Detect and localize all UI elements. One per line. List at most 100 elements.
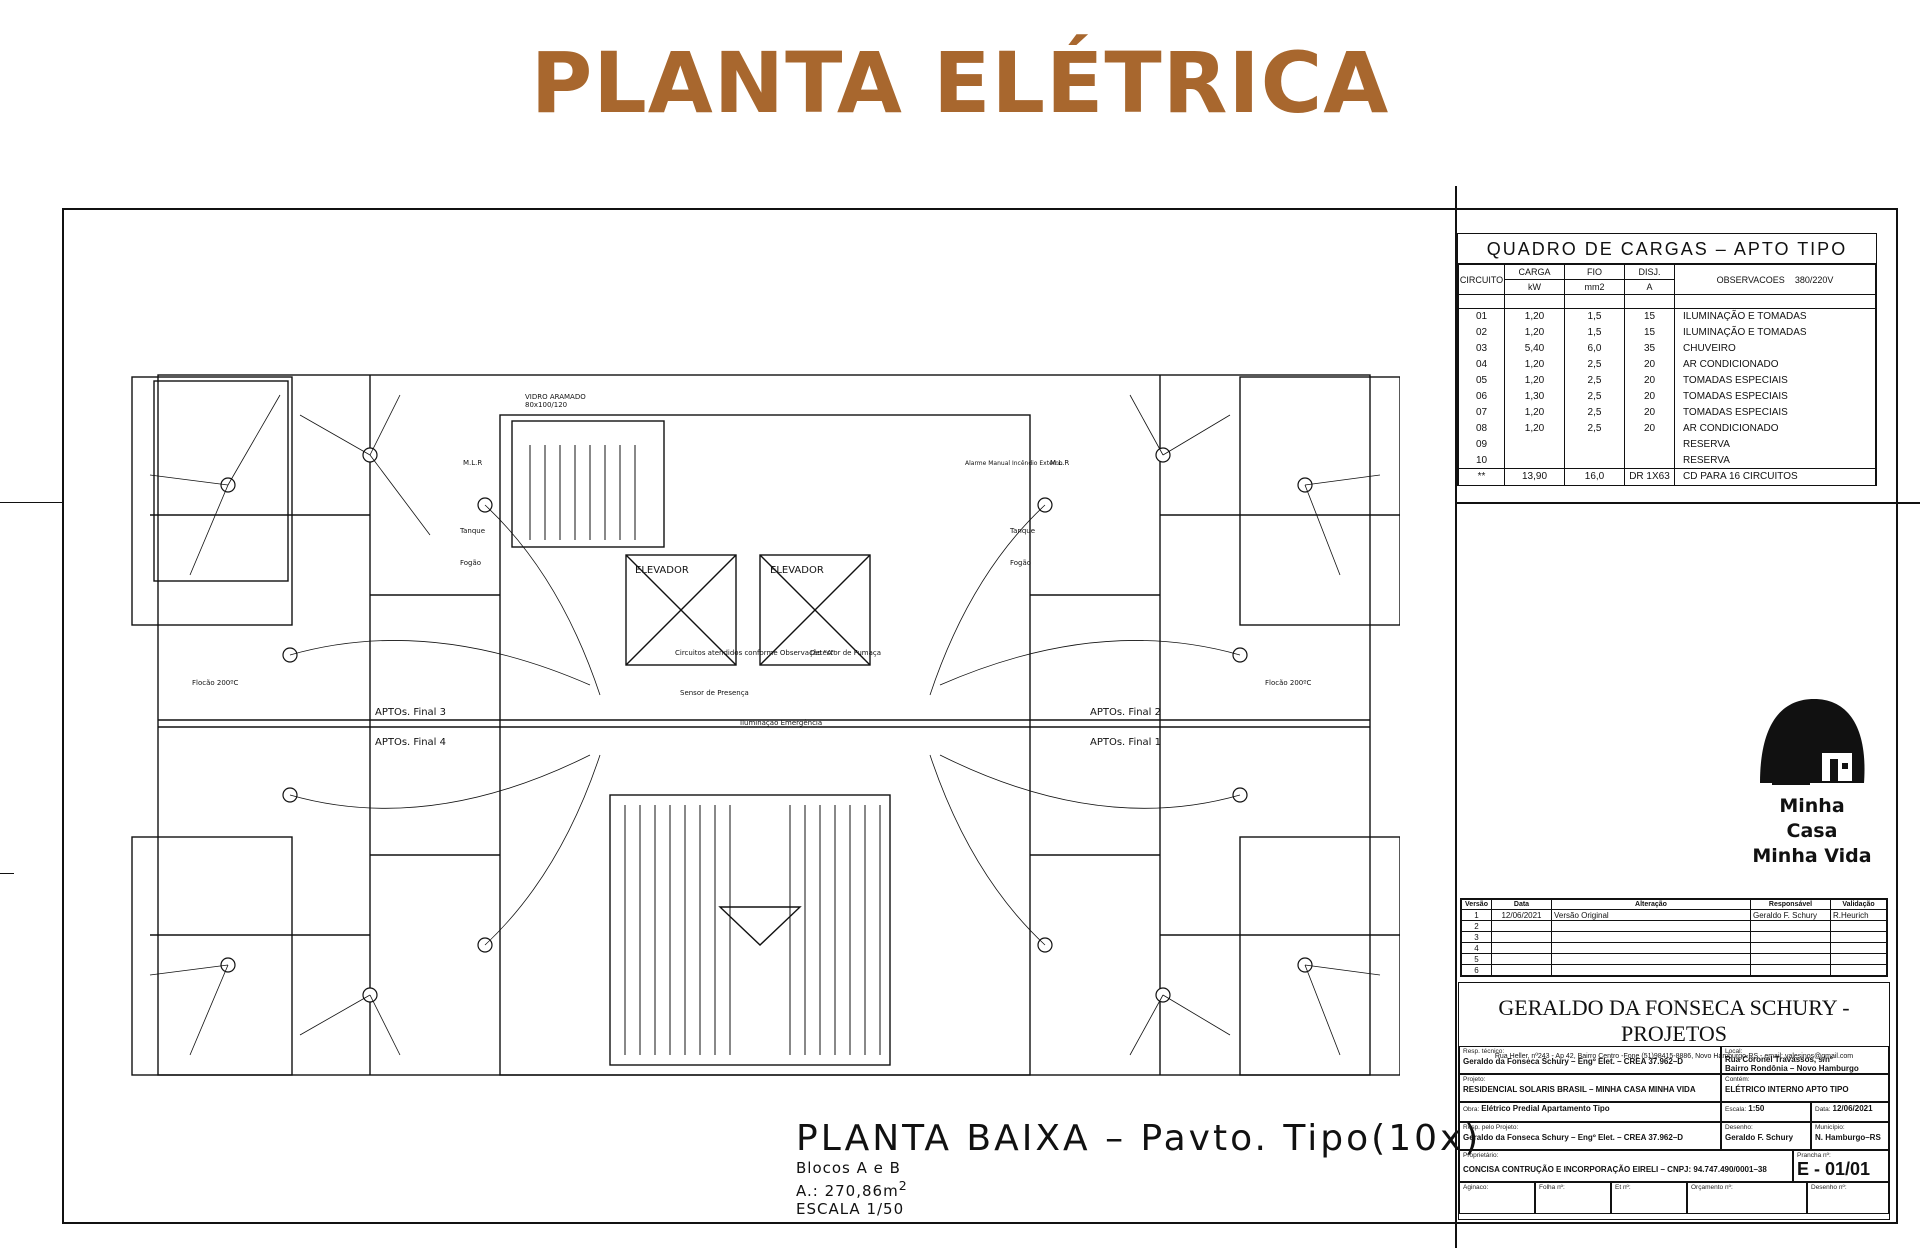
loads-cell-carga: 1,20 [1504, 372, 1565, 389]
loads-cell-obs: ILUMINAÇÃO E TOMADAS [1674, 324, 1876, 341]
revision-row: 2 [1461, 920, 1887, 932]
logo-line-1: Minha Casa [1779, 795, 1845, 842]
revision-cell-versao: 4 [1461, 942, 1492, 954]
loads-total-fio: 16,0 [1564, 468, 1625, 485]
rev-header: Responsável [1750, 899, 1831, 910]
revision-cell-alteracao [1551, 942, 1751, 954]
resp-projeto-cell: Resp. pelo Projeto: Geraldo da Fonseca S… [1459, 1122, 1721, 1150]
loads-table-title: QUADRO DE CARGAS – APTO TIPO [1458, 234, 1876, 264]
revision-row: 4 [1461, 942, 1887, 954]
loads-cell-circuito: 02 [1458, 324, 1505, 341]
data-cell: Data: 12/06/2021 [1811, 1102, 1889, 1122]
revision-cell-data [1491, 964, 1552, 976]
revision-cell-data [1491, 920, 1552, 932]
desenho-n-cell: Desenho nº: [1807, 1182, 1889, 1214]
loads-cell-fio: 1,5 [1564, 308, 1625, 325]
loads-cell-circuito: 08 [1458, 420, 1505, 437]
loads-cell-carga: 1,20 [1504, 420, 1565, 437]
loads-cell-obs: TOMADAS ESPECIAIS [1674, 388, 1876, 405]
sheet-divider [1455, 186, 1457, 1248]
stove-label: Fogão [1010, 559, 1031, 567]
revision-cell-responsavel [1750, 942, 1831, 954]
loads-row: 09 RESERVA [1458, 436, 1876, 453]
header-carga: CARGA [1504, 264, 1565, 280]
loads-cell-disj: 20 [1624, 404, 1675, 421]
folha-cell: Folha nº: [1535, 1182, 1611, 1214]
revision-cell-responsavel [1750, 920, 1831, 932]
aginaco-cell: Aginaco: [1459, 1182, 1535, 1214]
rev-header: Alteração [1551, 899, 1751, 910]
header-fio: FIO [1564, 264, 1625, 280]
loads-cell-carga: 1,20 [1504, 324, 1565, 341]
apartment-label: APTOs. Final 2 [1090, 707, 1161, 718]
plan-title: PLANTA BAIXA – Pavto. Tipo(10x) [796, 1118, 1482, 1159]
loads-cell-obs: AR CONDICIONADO [1674, 356, 1876, 373]
loads-cell-disj [1624, 452, 1675, 469]
loads-cell-obs: RESERVA [1674, 452, 1876, 469]
loads-cell-disj: 35 [1624, 340, 1675, 357]
title-block: GERALDO DA FONSECA SCHURY - PROJETOS Rua… [1458, 982, 1890, 1220]
revisions-table: Versão Data Alteração Responsável Valida… [1460, 898, 1888, 977]
revision-row: 3 [1461, 931, 1887, 943]
loads-cell-circuito: 09 [1458, 436, 1505, 453]
loads-cell-carga: 1,20 [1504, 404, 1565, 421]
header-carga-unit: kW [1504, 279, 1565, 295]
revision-cell-versao: 2 [1461, 920, 1492, 932]
header-disj-unit: A [1624, 279, 1675, 295]
loads-cell-fio: 6,0 [1564, 340, 1625, 357]
rev-header: Validação [1830, 899, 1887, 910]
revision-cell-responsavel [1750, 964, 1831, 976]
municipio-cell: Município: N. Hamburgo–RS [1811, 1122, 1889, 1150]
revision-cell-validacao [1830, 964, 1887, 976]
rev-header: Data [1491, 899, 1552, 910]
revision-cell-responsavel [1750, 931, 1831, 943]
flocao-label: Flocão 200ºC [192, 679, 239, 687]
circuits-note: Circuitos atendidos conforme Observação … [675, 649, 835, 657]
revision-cell-validacao [1830, 942, 1887, 954]
revision-cell-versao: 5 [1461, 953, 1492, 965]
loads-table: QUADRO DE CARGAS – APTO TIPO CIRCUITO CA… [1457, 233, 1877, 486]
firm-address: Rua Heller, nº243 - Ap 42, Bairro Centro… [1494, 1053, 1854, 1060]
header-fio-unit: mm2 [1564, 279, 1625, 295]
loads-cell-obs: CHUVEIRO [1674, 340, 1876, 357]
loads-cell-carga: 1,20 [1504, 356, 1565, 373]
glass-dimension: 80x100/120 [525, 401, 567, 409]
page-title: PLANTA ELÉTRICA [530, 34, 1390, 132]
loads-cell-obs: TOMADAS ESPECIAIS [1674, 372, 1876, 389]
plan-caption: PLANTA BAIXA – Pavto. Tipo(10x) Blocos A… [796, 1118, 1481, 1218]
header-disj: DISJ. [1624, 264, 1675, 280]
revision-cell-versao: 6 [1461, 964, 1492, 976]
plan-scale: ESCALA 1/50 [796, 1200, 905, 1218]
loads-cell-circuito: 03 [1458, 340, 1505, 357]
revision-cell-responsavel: Geraldo F. Schury [1750, 909, 1831, 921]
mlr-label: M.L.R [463, 459, 482, 467]
revision-cell-data [1491, 931, 1552, 943]
prancha-cell: Prancha nº: E - 01/01 [1793, 1150, 1889, 1182]
loads-cell-carga: 5,40 [1504, 340, 1565, 357]
loads-cell-obs: RESERVA [1674, 436, 1876, 453]
stove-label: Fogão [460, 559, 481, 567]
loads-cell-fio: 1,5 [1564, 324, 1625, 341]
presence-sensor-label: Sensor de Presença [680, 689, 749, 697]
conteudo-cell: Contém: ELÉTRICO INTERNO APTO TIPO [1721, 1074, 1889, 1102]
loads-cell-circuito: 01 [1458, 308, 1505, 325]
desenho-cell: Desenho: Geraldo F. Schury [1721, 1122, 1811, 1150]
margin-tick [0, 873, 14, 874]
minha-casa-minha-vida-logo: Minha Casa Minha Vida [1752, 693, 1872, 869]
loads-cell-fio: 2,5 [1564, 420, 1625, 437]
loads-cell-disj: 15 [1624, 324, 1675, 341]
revision-cell-validacao [1830, 920, 1887, 932]
loads-cell-circuito: 05 [1458, 372, 1505, 389]
proprietario-cell: Proprietário: CONCISA CONTRUÇÃO E INCORP… [1459, 1150, 1793, 1182]
loads-cell-fio: 2,5 [1564, 404, 1625, 421]
loads-cell-fio [1564, 436, 1625, 453]
loads-cell-carga: 1,20 [1504, 308, 1565, 325]
apartment-label: APTOs. Final 3 [375, 707, 446, 718]
loads-cell-circuito: 04 [1458, 356, 1505, 373]
apartment-label: APTOs. Final 4 [375, 737, 446, 748]
firm-name: GERALDO DA FONSECA SCHURY - PROJETOS [1498, 995, 1850, 1046]
logo-line-2: Minha Vida [1752, 845, 1872, 867]
